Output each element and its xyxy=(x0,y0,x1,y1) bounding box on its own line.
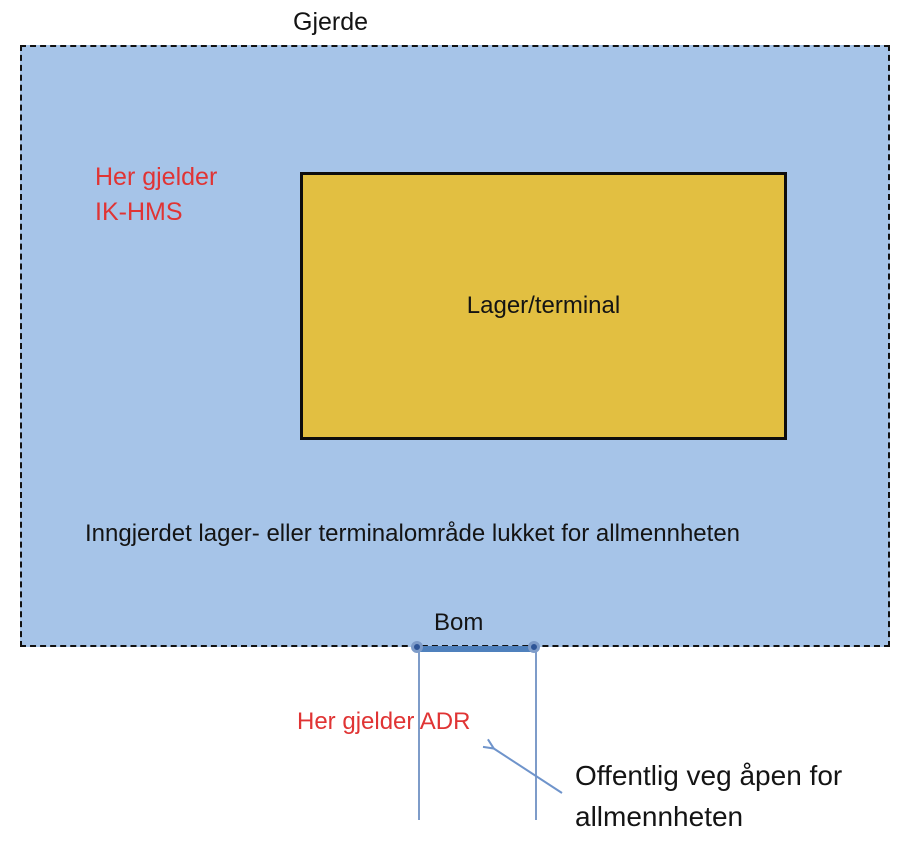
road-edge-left-line xyxy=(418,649,420,820)
gate-hinge-right-node xyxy=(528,641,540,653)
gate-label: Bom xyxy=(434,609,484,636)
adr-zone-label: Her gjelder ADR xyxy=(297,708,471,735)
warehouse-terminal-box: Lager/terminal xyxy=(300,172,787,440)
gate-bar xyxy=(420,646,537,652)
fence-label: Gjerde xyxy=(293,8,369,36)
warehouse-terminal-label: Lager/terminal xyxy=(466,292,621,319)
enclosed-area-caption: Inngjerdet lager- eller terminalområde l… xyxy=(85,520,741,547)
ikhms-zone-label: Her gjelder IK-HMS xyxy=(95,163,218,226)
public-road-caption: Offentlig veg åpen for allmennheten xyxy=(575,760,843,832)
road-edge-right-line xyxy=(535,649,537,820)
gate-hinge-left-node xyxy=(411,641,423,653)
